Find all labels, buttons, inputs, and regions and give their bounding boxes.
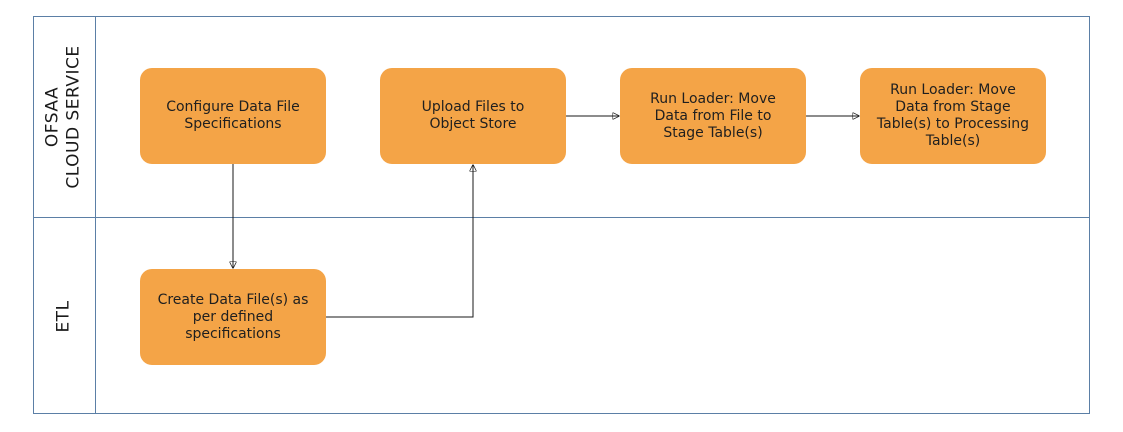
lane-label-cloud-service: OFSAA CLOUD SERVICE [33, 16, 95, 217]
lane-label-cloud-line2: CLOUD SERVICE [64, 44, 85, 189]
lane-label-etl: ETL [33, 218, 95, 414]
step-load-stage-tables: Run Loader: Move Data from File to Stage… [620, 68, 806, 164]
lane-divider-horizontal [33, 217, 1090, 218]
step-load-processing-tables: Run Loader: Move Data from Stage Table(s… [860, 68, 1046, 164]
lane-divider-vertical [95, 16, 96, 414]
swimlane-frame [33, 16, 1090, 414]
step-upload-files: Upload Files to Object Store [380, 68, 566, 164]
step-configure-specifications: Configure Data File Specifications [140, 68, 326, 164]
lane-label-etl-text: ETL [53, 299, 74, 333]
step-create-data-files: Create Data File(s) as per defined speci… [140, 269, 326, 365]
lane-label-cloud-line1: OFSAA [43, 86, 64, 147]
